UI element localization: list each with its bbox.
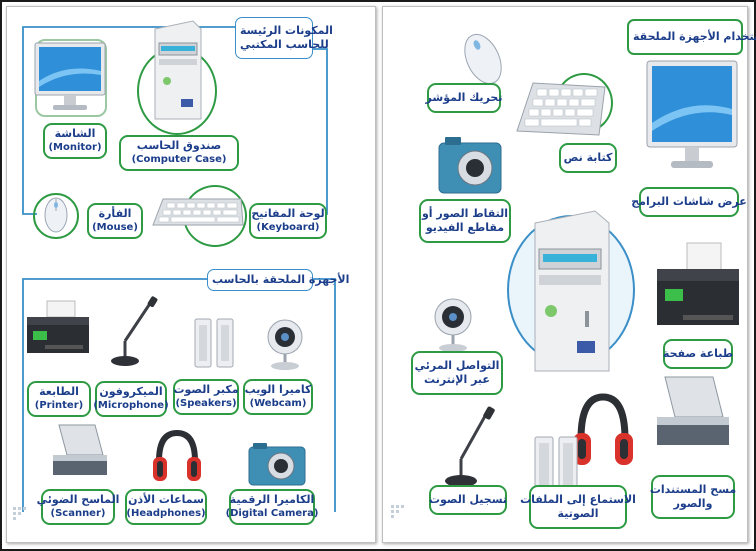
case-label-en: (Computer Case): [131, 154, 227, 165]
digital-camera-icon: [248, 443, 306, 486]
headphones-label-ar: سماعات الأذن: [128, 493, 204, 506]
mouse-icon: [44, 197, 68, 233]
keyboard-label: لوحة المفاتيح (Keyboard): [249, 203, 327, 239]
microphone-icon: [111, 296, 158, 366]
monitor-label-ar: الشاشة: [54, 127, 96, 140]
display-label: عرض شاشات البرامج: [631, 187, 747, 217]
scan-label-line1: مسح المستندات: [649, 483, 737, 496]
typing-label: كتابة نص: [559, 143, 617, 173]
title-line1: المكونات الرئيسة: [240, 24, 333, 37]
watermark-logo-icon: [13, 507, 26, 520]
usage-title: استخدام الأجهزة الملحقة: [627, 19, 756, 55]
printer-label-ar: الطابعة: [39, 385, 79, 398]
scan-label: مسح المستندات والصور: [649, 475, 737, 519]
camera-label-ar: الكاميرا الرقمية: [229, 493, 315, 506]
scanner-label-ar: الماسح الضوئي: [36, 493, 120, 506]
central-computer-case-icon: [534, 210, 610, 372]
typing-label-text: كتابة نص: [563, 151, 613, 164]
right-page: استخدام الأجهزة الملحقة تحريك المؤشر كتا…: [382, 6, 756, 543]
right-webcam-icon: [434, 298, 472, 352]
right-mouse-icon: [464, 33, 502, 85]
microphone-label-ar: الميكروفون: [99, 385, 163, 398]
keyboard-icon: [152, 198, 244, 226]
monitor-icon: [34, 42, 106, 110]
case-label: صندوق الحاسب (Computer Case): [119, 135, 239, 171]
microphone-label-en: (Microphone): [93, 400, 169, 411]
mouse-ring: [33, 193, 79, 239]
display-label-text: عرض شاشات البرامج: [631, 195, 747, 208]
headphones-label-en: (Headphones): [126, 508, 206, 519]
peripherals-title: الأجهزة الملحقة بالحاسب: [207, 269, 350, 291]
headphones-icon: [153, 429, 201, 481]
cursor-label-text: تحريك المؤشر: [425, 91, 503, 104]
cursor-label: تحريك المؤشر: [425, 83, 503, 113]
left-page: المكونات الرئيسة للحاسب المكتبي الشاشة (…: [6, 6, 376, 543]
webcam-label: كاميرا الويب (Webcam): [243, 379, 313, 415]
watermark-logo-icon: [391, 505, 404, 518]
capture-label-line2: مقاطع الفيديو: [425, 221, 505, 234]
keyboard-label-ar: لوحة المفاتيح: [251, 207, 325, 220]
scan-label-line2: والصور: [673, 497, 713, 510]
speakers-label-en: (Speakers): [175, 398, 237, 409]
mouse-label-en: (Mouse): [92, 222, 138, 233]
right-scanner-icon: [657, 376, 729, 445]
mouse-label: الفأرة (Mouse): [87, 203, 143, 239]
camera-label: الكاميرا الرقمية (Digital Camera): [226, 489, 318, 525]
peripherals-title-text: الأجهزة الملحقة بالحاسب: [212, 273, 350, 286]
case-label-ar: صندوق الحاسب: [136, 139, 222, 152]
speakers-label-ar: مكبر الصوت: [173, 383, 239, 396]
computer-case-icon: [154, 20, 202, 120]
printer-icon: [27, 300, 89, 353]
monitor-label-en: (Monitor): [48, 142, 102, 153]
scanner-icon: [53, 424, 107, 475]
capture-label-line1: التقاط الصور أو: [421, 207, 509, 220]
comm-label-line2: عبر الإنترنت: [424, 373, 490, 386]
capture-label: التقاط الصور أو مقاطع الفيديو: [419, 199, 511, 243]
webcam-icon: [267, 319, 303, 370]
scanner-label-en: (Scanner): [50, 508, 106, 519]
webcam-label-ar: كاميرا الويب: [244, 383, 312, 396]
webcam-label-en: (Webcam): [249, 398, 307, 409]
listen-label-line1: الاستماع إلى الملفات: [520, 493, 636, 506]
camera-label-en: (Digital Camera): [225, 508, 319, 519]
print-label: طباعة صفحة: [663, 339, 733, 369]
print-label-text: طباعة صفحة: [662, 347, 734, 360]
printer-label-en: (Printer): [34, 400, 84, 411]
comm-label: التواصل المرئي عبر الإنترنت: [411, 351, 503, 395]
title-line2: للحاسب المكتبي: [240, 38, 329, 51]
publisher-watermark: [11, 503, 51, 527]
main-components-title: المكونات الرئيسة للحاسب المكتبي: [235, 17, 333, 59]
scanner-label: الماسح الضوئي (Scanner): [37, 489, 119, 525]
right-keyboard-icon: [516, 82, 606, 136]
record-label: تسجيل الصوت: [429, 485, 507, 515]
right-speakers-icon: [534, 436, 578, 492]
speakers-label: مكبر الصوت (Speakers): [173, 379, 239, 415]
headphones-label: سماعات الأذن (Headphones): [125, 489, 207, 525]
microphone-label: الميكروفون (Microphone): [93, 381, 169, 417]
record-label-text: تسجيل الصوت: [428, 493, 508, 506]
printer-label: الطابعة (Printer): [27, 381, 91, 417]
monitor-label: الشاشة (Monitor): [43, 123, 107, 159]
right-camera-icon: [438, 137, 502, 194]
right-printer-icon: [657, 242, 739, 325]
listen-label: الاستماع إلى الملفات الصوتية: [520, 485, 636, 529]
speakers-icon: [194, 318, 234, 368]
right-microphone-icon: [445, 406, 495, 487]
mouse-label-ar: الفأرة: [98, 207, 132, 220]
publisher-watermark-right: [389, 501, 429, 525]
listen-label-line2: الصوتية: [557, 507, 599, 520]
keyboard-label-en: (Keyboard): [256, 222, 320, 233]
usage-title-text: استخدام الأجهزة الملحقة: [633, 30, 756, 43]
comm-label-line1: التواصل المرئي: [414, 359, 500, 372]
right-monitor-icon: [646, 60, 738, 168]
